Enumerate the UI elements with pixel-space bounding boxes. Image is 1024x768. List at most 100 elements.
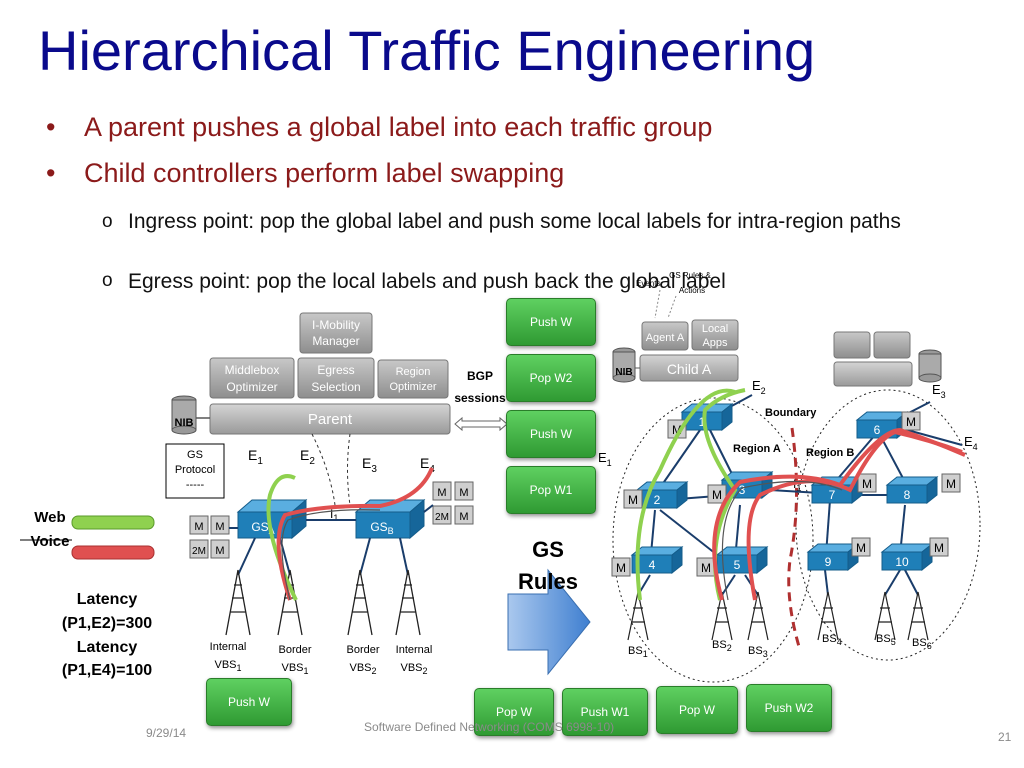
right-nib-database-icon: NIB bbox=[612, 347, 636, 383]
child-a-label: Child A bbox=[667, 361, 712, 377]
svg-text:5: 5 bbox=[734, 558, 741, 572]
m-box: M bbox=[941, 473, 961, 493]
bgp-double-arrow bbox=[454, 416, 508, 432]
voice-path-right-2 bbox=[746, 429, 963, 601]
latency-2-line-2: (P1,E4)=100 bbox=[62, 662, 152, 679]
svg-text:M: M bbox=[946, 477, 956, 491]
switch-node-8: 8 bbox=[885, 475, 939, 505]
action-push-w-bottom-left: Push W bbox=[206, 678, 292, 726]
tower-icon bbox=[225, 569, 421, 636]
nib-database-icon: NIB bbox=[171, 395, 197, 435]
svg-text:M: M bbox=[906, 415, 916, 429]
mobility-label-2: Manager bbox=[312, 334, 359, 348]
switch-node-4: 4 bbox=[630, 545, 684, 575]
switch-node-1: 1 bbox=[680, 402, 734, 432]
region-label-1: Region bbox=[396, 366, 431, 378]
svg-text:7: 7 bbox=[829, 488, 836, 502]
svg-text:M: M bbox=[672, 423, 682, 437]
switch-node-9: 9 bbox=[806, 542, 860, 572]
sub-bullet-marker: o bbox=[102, 270, 113, 291]
middlebox-label-1: Middlebox bbox=[225, 363, 280, 377]
svg-text:4: 4 bbox=[649, 558, 656, 572]
gs-rules-arrow bbox=[507, 568, 591, 676]
right-edge-e4: E4 bbox=[964, 434, 978, 452]
mobility-manager-box: I-Mobility Manager bbox=[299, 312, 373, 354]
tower-label-border-vbs1-a: Border bbox=[278, 644, 311, 656]
action-pop-w-bottom-2: Pop W bbox=[656, 686, 738, 734]
sub-bullet-1-text: Ingress point: pop the global label and … bbox=[128, 210, 901, 233]
svg-text:Apps: Apps bbox=[702, 337, 728, 349]
parent-controller: Parent bbox=[209, 403, 451, 435]
web-path-right bbox=[635, 388, 736, 601]
svg-text:8: 8 bbox=[904, 488, 911, 502]
svg-text:M: M bbox=[628, 493, 638, 507]
action-push-w1-bottom: Push W1 bbox=[562, 688, 648, 736]
svg-text:M: M bbox=[856, 541, 866, 555]
latency-2-line-1: Latency bbox=[77, 639, 138, 656]
svg-text:M: M bbox=[194, 521, 203, 533]
m-box: M bbox=[901, 411, 921, 431]
tower-label-internal-vbs1-a: Internal bbox=[210, 641, 247, 653]
left-i1: I1 bbox=[330, 507, 338, 523]
gs-protocol-label-3: ----- bbox=[186, 479, 205, 491]
m-box: M bbox=[707, 484, 727, 504]
tower-label-border-vbs2-b: VBS2 bbox=[349, 662, 376, 676]
svg-text:10: 10 bbox=[895, 555, 909, 569]
svg-text:NIB: NIB bbox=[615, 367, 632, 378]
sub-bullet-1: o Ingress point: pop the global label an… bbox=[102, 206, 948, 237]
tower-label-border-vbs1-b: VBS1 bbox=[281, 662, 308, 676]
svg-text:M: M bbox=[862, 477, 872, 491]
left-edge-e1: E1 bbox=[248, 447, 263, 467]
footer-page: 21 bbox=[998, 730, 1012, 744]
tower-label-border-vbs2-a: Border bbox=[346, 644, 379, 656]
region-a-label: Region A bbox=[733, 443, 781, 455]
footer-date: 9/29/14 bbox=[146, 726, 187, 740]
bullet-dot: • bbox=[46, 158, 56, 188]
svg-text:2M: 2M bbox=[435, 512, 449, 523]
region-optimizer-box: Region Optimizer bbox=[377, 359, 449, 399]
events-label: Events bbox=[636, 279, 660, 288]
nib-label: NIB bbox=[175, 417, 194, 429]
tower-label-internal-vbs2-b: VBS2 bbox=[400, 662, 427, 676]
page-title: Hierarchical Traffic Engineering bbox=[38, 19, 816, 82]
right-i1: I1 bbox=[793, 477, 801, 493]
svg-text:M: M bbox=[701, 561, 711, 575]
tower-label-internal-vbs2-a: Internal bbox=[396, 644, 433, 656]
gs-protocol-box: GS Protocol ----- bbox=[165, 443, 225, 499]
bs1-label: BS1 bbox=[628, 645, 648, 659]
svg-text:2M: 2M bbox=[192, 546, 206, 557]
bgp-label-2: sessions bbox=[454, 391, 506, 405]
gs-rules-label-1: GS bbox=[532, 537, 564, 562]
parent-label: Parent bbox=[308, 411, 353, 428]
svg-text:M: M bbox=[215, 545, 224, 557]
bs6-label: BS6 bbox=[912, 637, 932, 651]
legend-web-swatch bbox=[71, 515, 155, 530]
left-edge-e2: E2 bbox=[300, 447, 315, 467]
right-edge-e3: E3 bbox=[932, 382, 946, 400]
action-pop-w2: Pop W2 bbox=[506, 354, 596, 402]
bullet-1: •A parent pushes a global label into eac… bbox=[46, 112, 712, 143]
svg-text:Agent A: Agent A bbox=[646, 332, 685, 344]
svg-text:2: 2 bbox=[654, 493, 661, 507]
boundary-label: Boundary bbox=[765, 407, 817, 419]
gs-rules-actions-label-1: GS Rules & bbox=[669, 271, 711, 280]
egress-label-2: Selection bbox=[311, 380, 360, 394]
child-a-controller: Child A bbox=[639, 354, 739, 382]
m-box: M bbox=[851, 537, 871, 557]
svg-text:M: M bbox=[712, 488, 722, 502]
sub-bullet-2: o Egress point: pop the local labels and… bbox=[102, 270, 726, 294]
bs3-label: BS3 bbox=[748, 645, 768, 659]
middlebox-optimizer-box: Middlebox Optimizer bbox=[209, 357, 295, 399]
bullet-1-text: A parent pushes a global label into each… bbox=[84, 112, 713, 142]
svg-text:3: 3 bbox=[739, 483, 746, 497]
svg-text:M: M bbox=[459, 487, 468, 499]
gs-rules-label-2: Rules bbox=[518, 569, 578, 594]
egress-selection-box: Egress Selection bbox=[297, 357, 375, 399]
action-push-w2-bottom: Push W2 bbox=[746, 684, 832, 732]
region-b-label: Region B bbox=[806, 447, 854, 459]
action-push-w-2: Push W bbox=[506, 410, 596, 458]
sub-bullet-2-text: Egress point: pop the local labels and p… bbox=[128, 270, 726, 293]
m-box: M bbox=[611, 557, 631, 577]
left-m-boxes: M M 2M M M M 2M M bbox=[189, 481, 474, 559]
